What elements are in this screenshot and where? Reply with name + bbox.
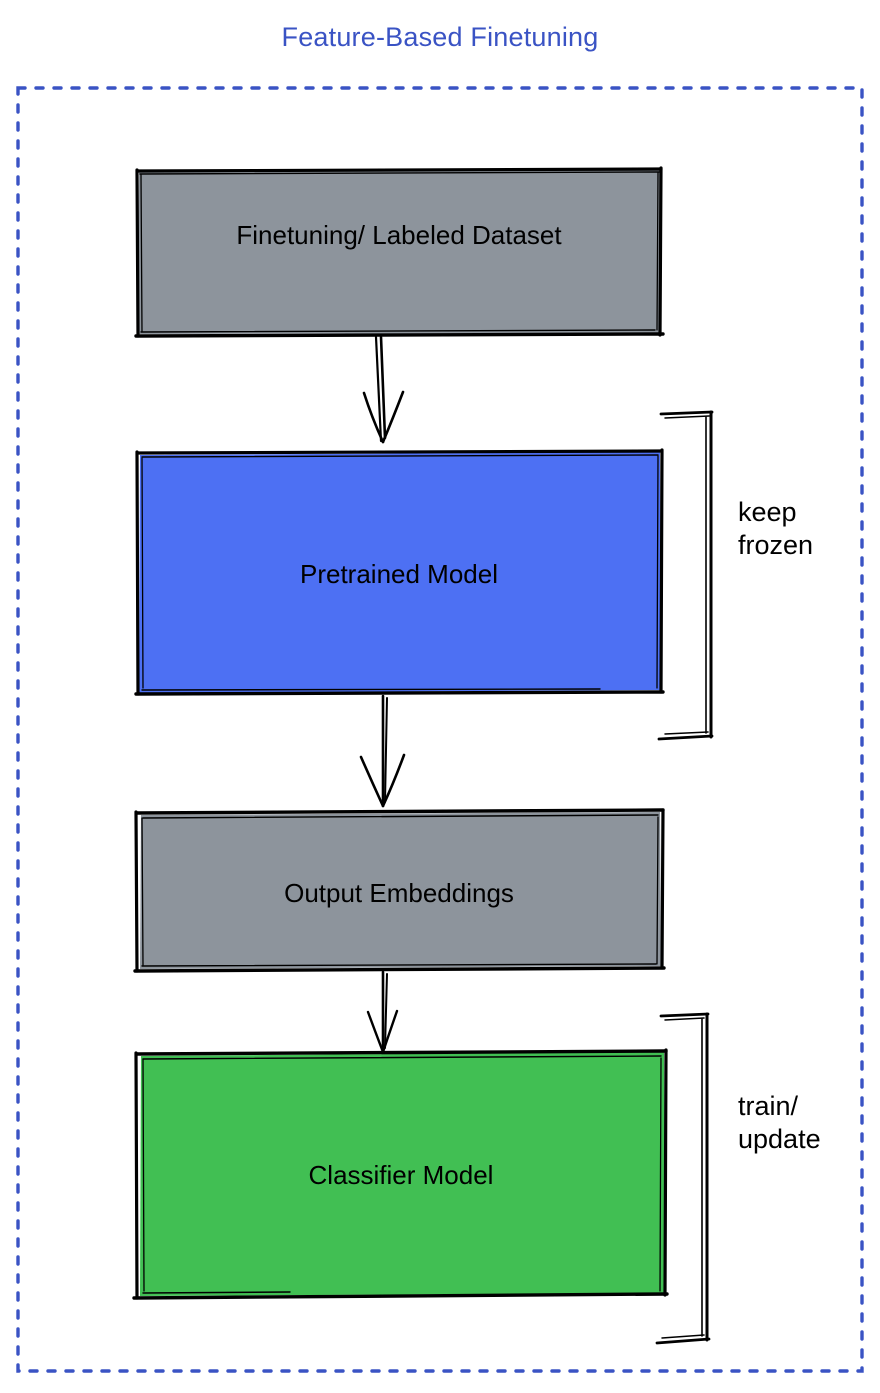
page-title: Feature-Based Finetuning [281, 22, 599, 52]
node-dataset[interactable] [134, 166, 665, 338]
train-update-bracket [655, 1012, 711, 1345]
node-output-embeddings[interactable] [133, 808, 666, 973]
arrow-embeddings-to-classifier [366, 970, 399, 1054]
node-label-pretrained-model: Pretrained Model [300, 559, 498, 589]
keep-frozen-bracket [657, 410, 714, 741]
node-label-output-embeddings: Output Embeddings [284, 878, 514, 908]
arrow-pretrained-to-embeddings [359, 694, 406, 808]
feature-based-finetuning-container [16, 86, 864, 1373]
arrow-dataset-to-pretrained [362, 335, 405, 444]
node-pretrained-model[interactable] [134, 448, 665, 696]
node-label-classifier-model: Classifier Model [308, 1160, 494, 1190]
annotation-keep-frozen: keep frozen [738, 497, 814, 560]
node-classifier-model[interactable] [132, 1048, 669, 1300]
node-label-dataset: Finetuning/ Labeled Dataset [236, 220, 562, 250]
annotation-train-update: train/ update [738, 1091, 821, 1154]
